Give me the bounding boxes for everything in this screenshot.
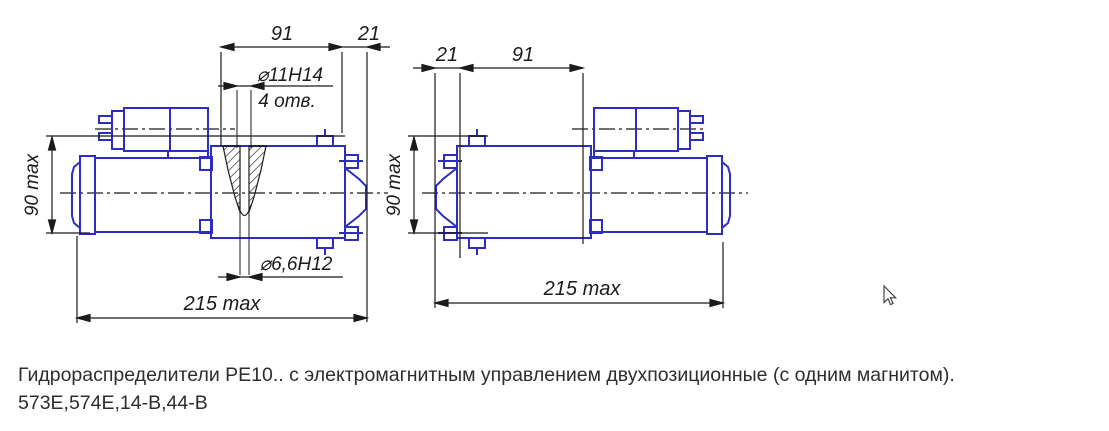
hole-note-count: 4 отв. — [258, 91, 315, 112]
valve-body-right — [456, 145, 592, 239]
connector-pins — [98, 110, 125, 150]
valve-body — [210, 145, 346, 239]
left-view-part — [71, 107, 367, 255]
left-view: 91 21 ⌀11H14 4 отв. 90 max ⌀6,6H12 215 m… — [22, 23, 390, 323]
hole-note-diameter: ⌀11H14 — [257, 65, 323, 86]
caption: Гидрораспределители РЕ10.. с электромагн… — [18, 361, 955, 417]
dim-label-215max-left: 215 max — [183, 293, 262, 315]
left-view-centerlines — [60, 128, 388, 194]
spool-flange — [339, 154, 367, 241]
right-view-dimension-labels: 21 91 90 max 215 max — [384, 44, 621, 300]
right-view-centerlines — [422, 128, 748, 194]
dim-label-21-right: 21 — [435, 44, 458, 66]
solenoid-body — [94, 157, 212, 233]
solenoid-body-right — [590, 157, 708, 233]
connector-pins-right — [677, 110, 704, 150]
dim-label-90max-left: 90 max — [22, 152, 43, 216]
mounting-screws-right — [468, 129, 486, 255]
right-view-dimensions — [408, 63, 726, 308]
technical-drawing: 91 21 ⌀11H14 4 отв. 90 max ⌀6,6H12 215 m… — [22, 23, 748, 323]
mounting-hole-section — [222, 90, 267, 275]
dim-label-215max-right: 215 max — [543, 278, 622, 300]
dim-label-91-right: 91 — [512, 44, 534, 66]
dim-label-91-left: 91 — [271, 23, 293, 45]
spool-flange-right — [435, 154, 462, 241]
caption-line-2: 573Е,574Е,14-В,44-В — [18, 392, 208, 414]
caption-line-1: Гидрораспределители РЕ10.. с электромагн… — [18, 364, 955, 386]
dim-label-90max-right: 90 max — [384, 152, 405, 216]
solenoid-endcap — [71, 161, 81, 229]
left-view-dimensions — [46, 42, 390, 323]
dim-label-21-left: 21 — [357, 23, 380, 45]
solenoid-endcap-right — [721, 161, 731, 229]
hole-note-bottom: ⌀6,6H12 — [260, 254, 333, 275]
right-view-part — [435, 107, 731, 255]
right-view: 21 91 90 max 215 max — [384, 44, 748, 308]
mouse-pointer-icon — [883, 284, 898, 306]
left-view-dimension-labels: 91 21 ⌀11H14 4 отв. 90 max ⌀6,6H12 215 m… — [22, 23, 380, 315]
mounting-screws — [316, 129, 334, 255]
